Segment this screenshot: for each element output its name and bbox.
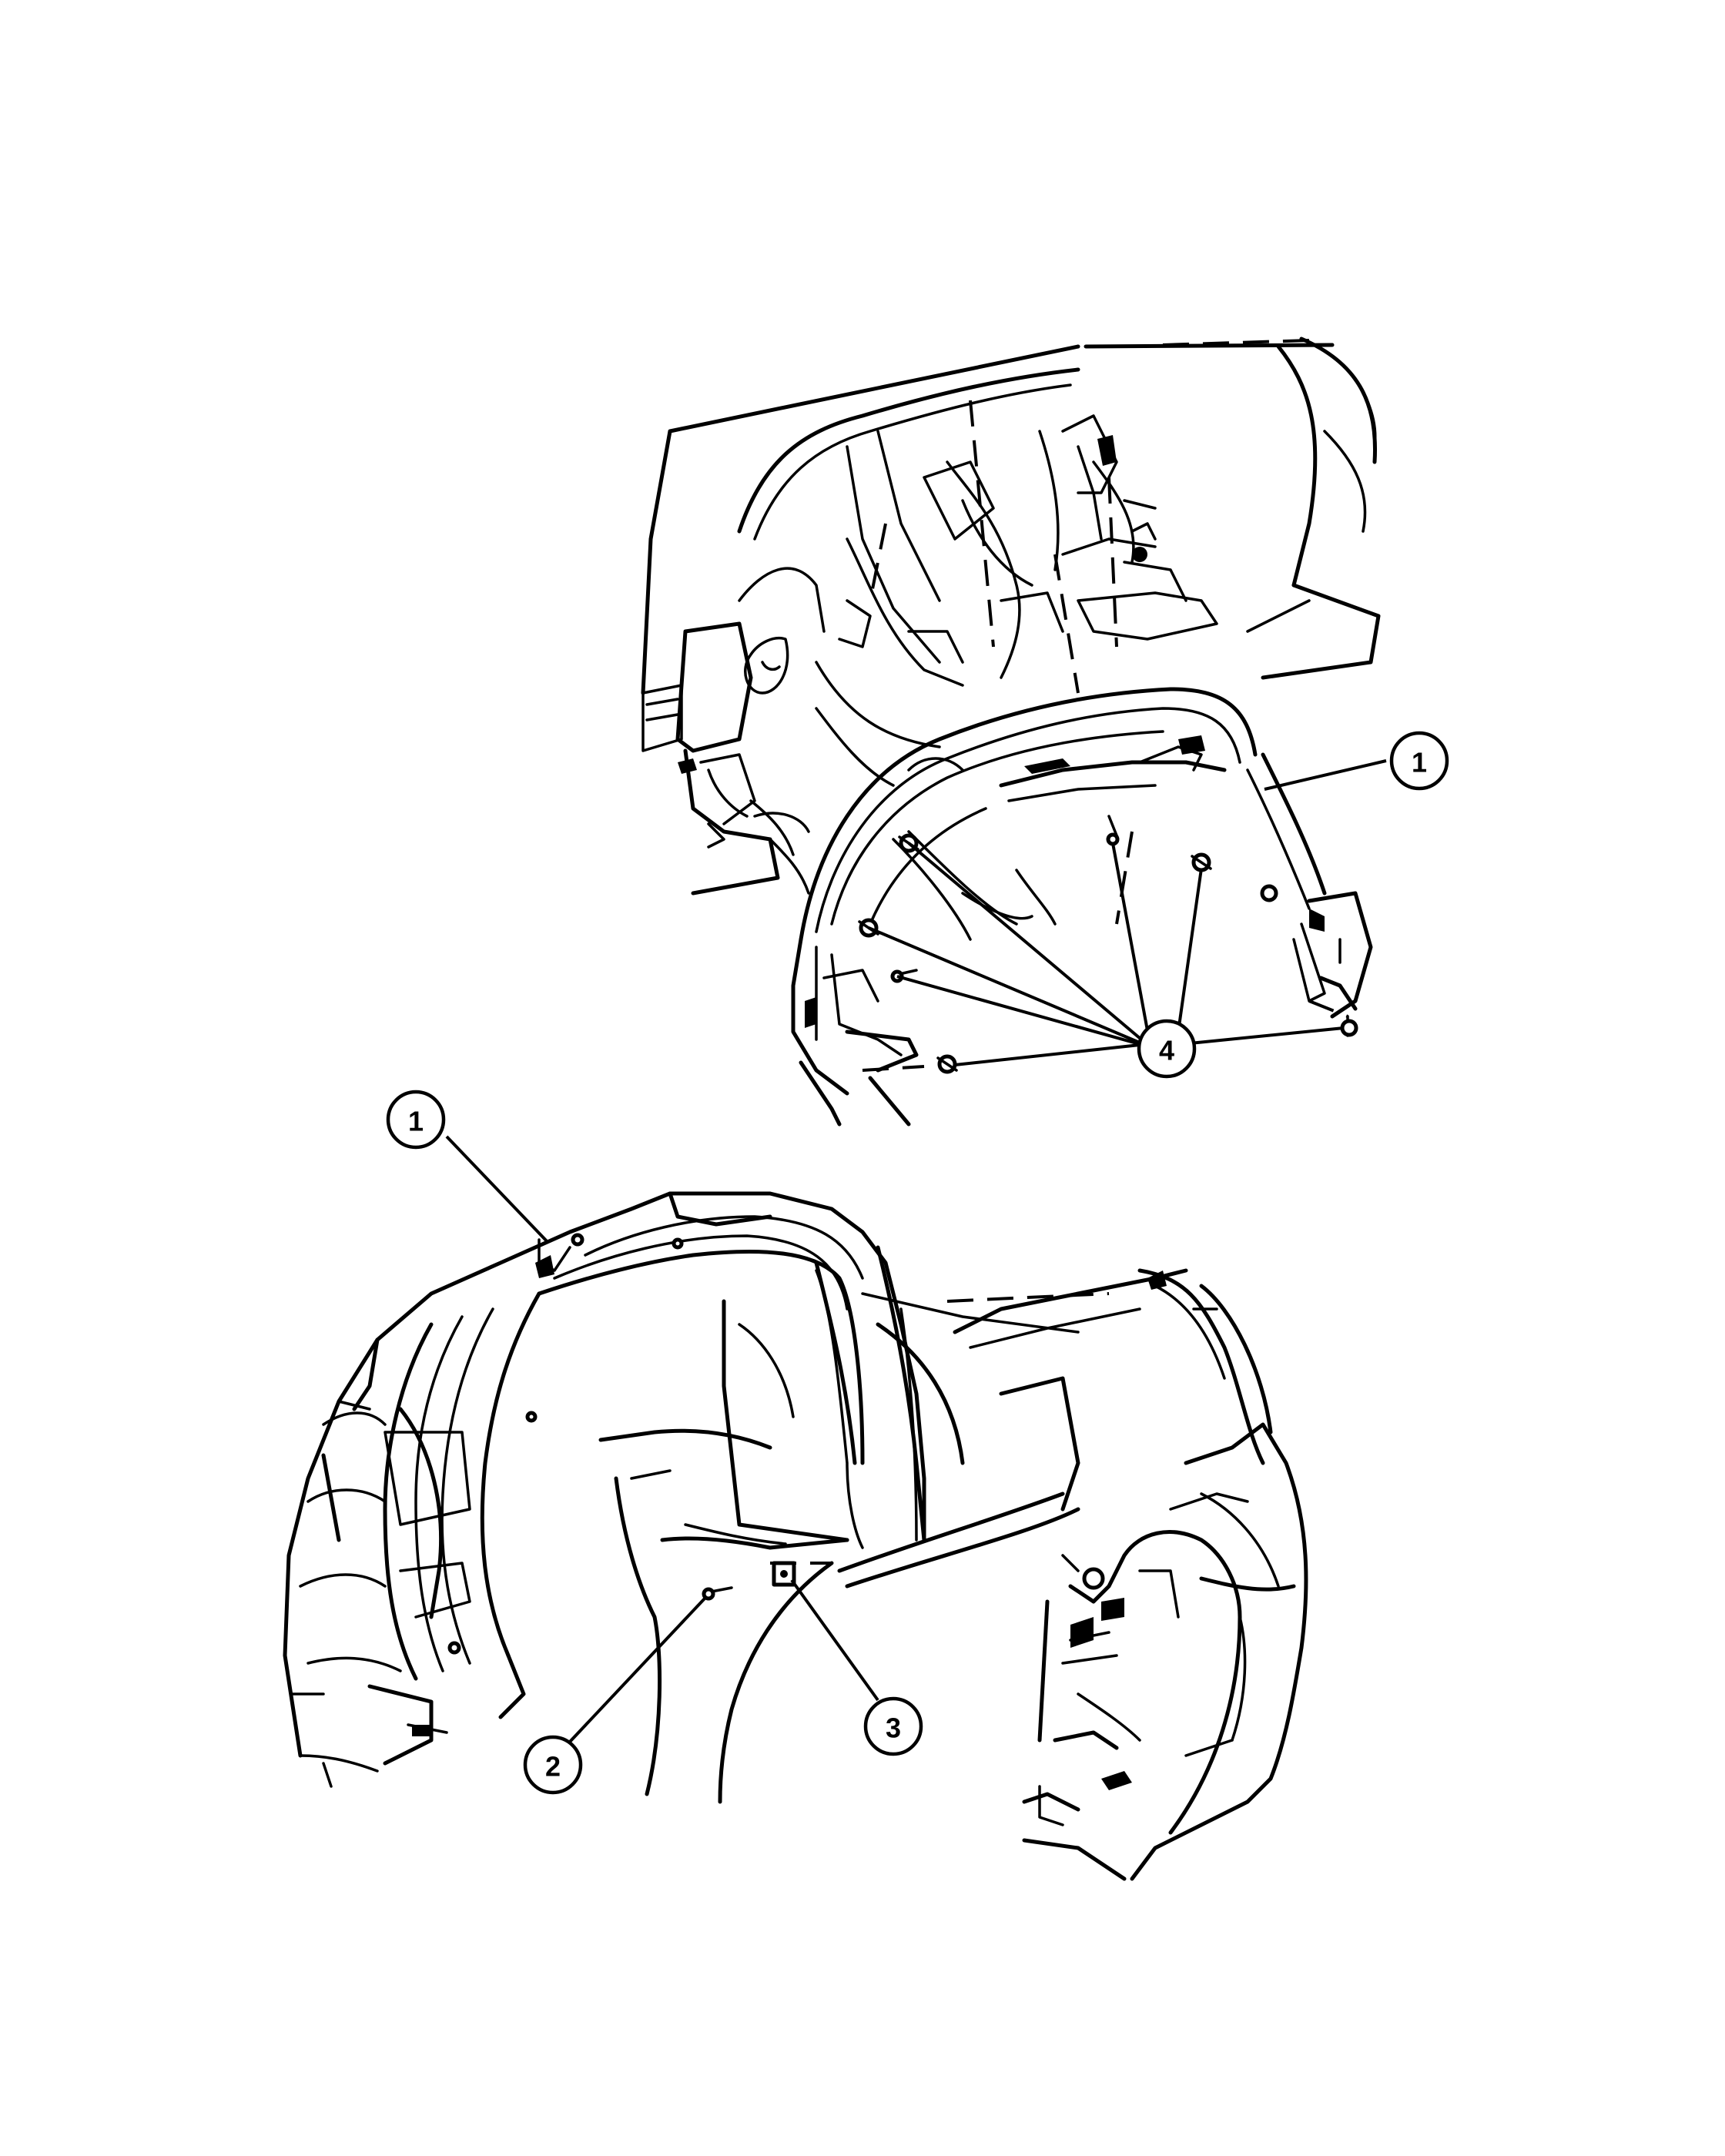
bottom-view-wheelhouse-liner (283, 1191, 1308, 1881)
callout-top-1: 1 (1389, 731, 1449, 791)
fastener-push-pin-8 (1340, 1015, 1358, 1037)
leader-top-4-e (1177, 868, 1203, 1033)
leader-top-4-f (954, 1043, 1141, 1066)
leader-bottom-2 (568, 1597, 706, 1743)
leader-top-4-d (1111, 842, 1152, 1048)
callout-bottom-1: 1 (386, 1090, 446, 1150)
callout-bottom-2: 2 (523, 1735, 583, 1795)
leader-bottom-1 (445, 1135, 550, 1244)
callout-top-1-label: 1 (1412, 747, 1427, 778)
leader-bottom-3 (790, 1578, 879, 1702)
leader-top-4-c (896, 975, 1151, 1049)
callout-top-4-label: 4 (1159, 1035, 1174, 1066)
fastener-push-pin-4 (1106, 815, 1120, 846)
fastener-push-pin-7 (936, 1054, 958, 1074)
callout-bottom-3: 3 (863, 1696, 923, 1756)
fastener-push-pin-6 (1260, 884, 1278, 902)
leader-top-4-a (907, 842, 1152, 1049)
top-view-vehicle-front-wheelhouse (641, 336, 1381, 1127)
fastener-push-pin-5 (1191, 852, 1212, 872)
callout-top-4: 4 (1137, 1019, 1197, 1079)
callout-bottom-1-label: 1 (408, 1106, 424, 1137)
fastener-screw (702, 1586, 733, 1601)
leader-top-4-g (1189, 1026, 1345, 1045)
leader-top-1 (1264, 759, 1387, 791)
callout-bottom-3-label: 3 (886, 1712, 901, 1744)
fastener-clip-nut (772, 1561, 796, 1587)
callout-bottom-2-label: 2 (545, 1751, 561, 1783)
leader-top-4-b (868, 926, 1151, 1049)
